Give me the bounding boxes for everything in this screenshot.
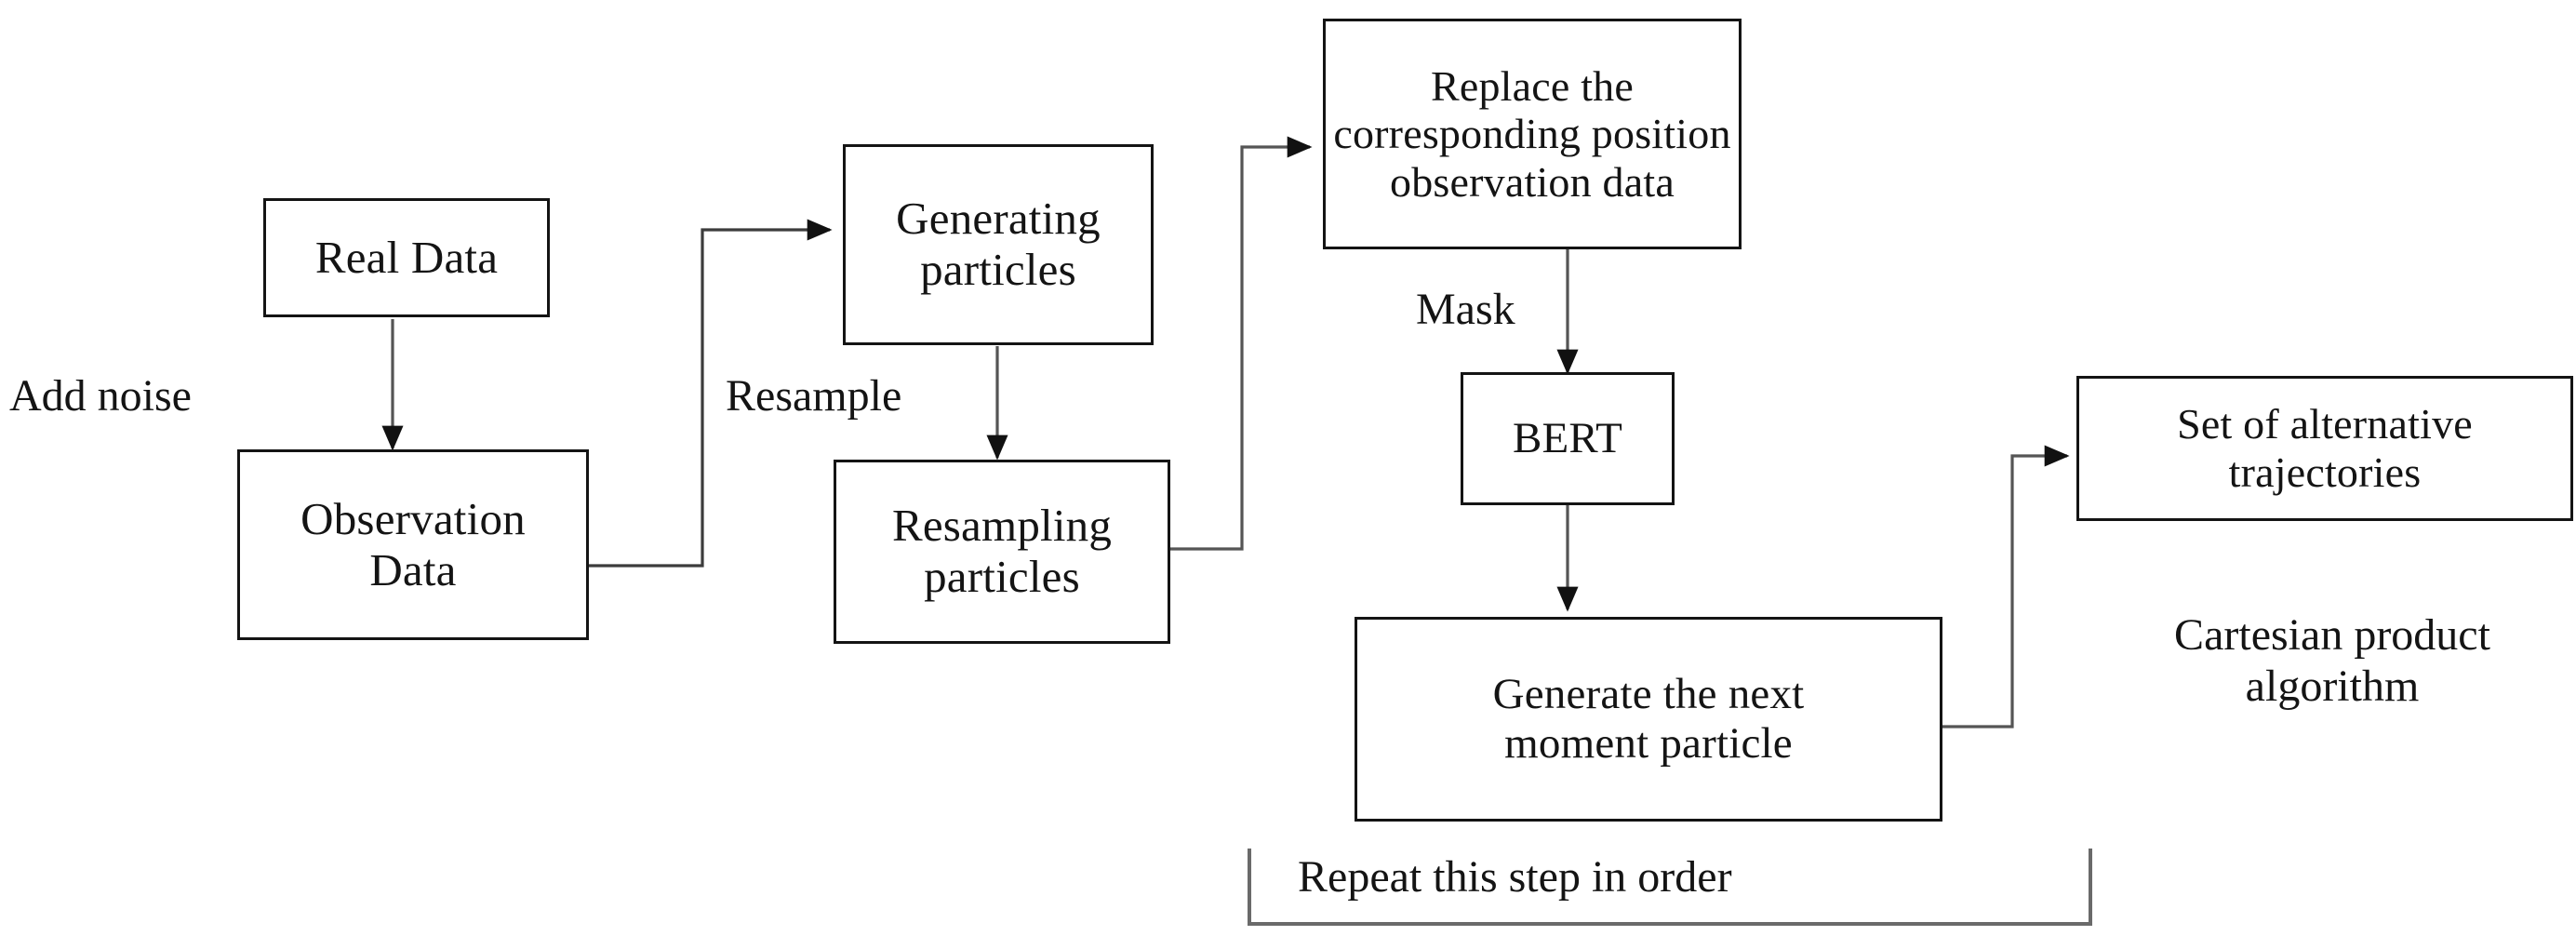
edge-generate-to-trajectories — [1942, 445, 2070, 728]
node-real-data[interactable]: Real Data — [263, 198, 550, 317]
node-resampling-particles-label: Resampling particles — [891, 500, 1113, 602]
node-generate-next-particle[interactable]: Generate the next moment particle — [1355, 617, 1942, 822]
edge-label-cartesian-product: Cartesian product algorithm — [2174, 610, 2490, 712]
node-generating-particles[interactable]: Generating particles — [843, 144, 1154, 345]
node-replace-observation-label: Replace the corresponding position obser… — [1333, 61, 1731, 206]
edge-resampling-to-replace — [1170, 136, 1313, 551]
node-replace-observation[interactable]: Replace the corresponding position obser… — [1323, 19, 1742, 249]
node-generating-particles-label: Generating particles — [896, 193, 1101, 295]
node-set-alternative-trajectories[interactable]: Set of alternative trajectories — [2076, 376, 2573, 521]
edge-label-resample: Resample — [726, 371, 902, 421]
node-resampling-particles[interactable]: Resampling particles — [834, 460, 1170, 644]
node-observation-data-label: Observation Data — [300, 492, 526, 595]
node-bert[interactable]: BERT — [1461, 372, 1675, 505]
node-generate-next-particle-label: Generate the next moment particle — [1492, 670, 1805, 768]
edge-label-mask: Mask — [1416, 285, 1515, 334]
node-real-data-label: Real Data — [314, 231, 499, 283]
node-observation-data[interactable]: Observation Data — [237, 449, 589, 640]
node-set-alternative-trajectories-label: Set of alternative trajectories — [2177, 400, 2473, 496]
node-bert-label: BERT — [1512, 414, 1623, 463]
edge-label-repeat-step: Repeat this step in order — [1298, 852, 1732, 902]
edge-label-add-noise: Add noise — [9, 371, 192, 421]
